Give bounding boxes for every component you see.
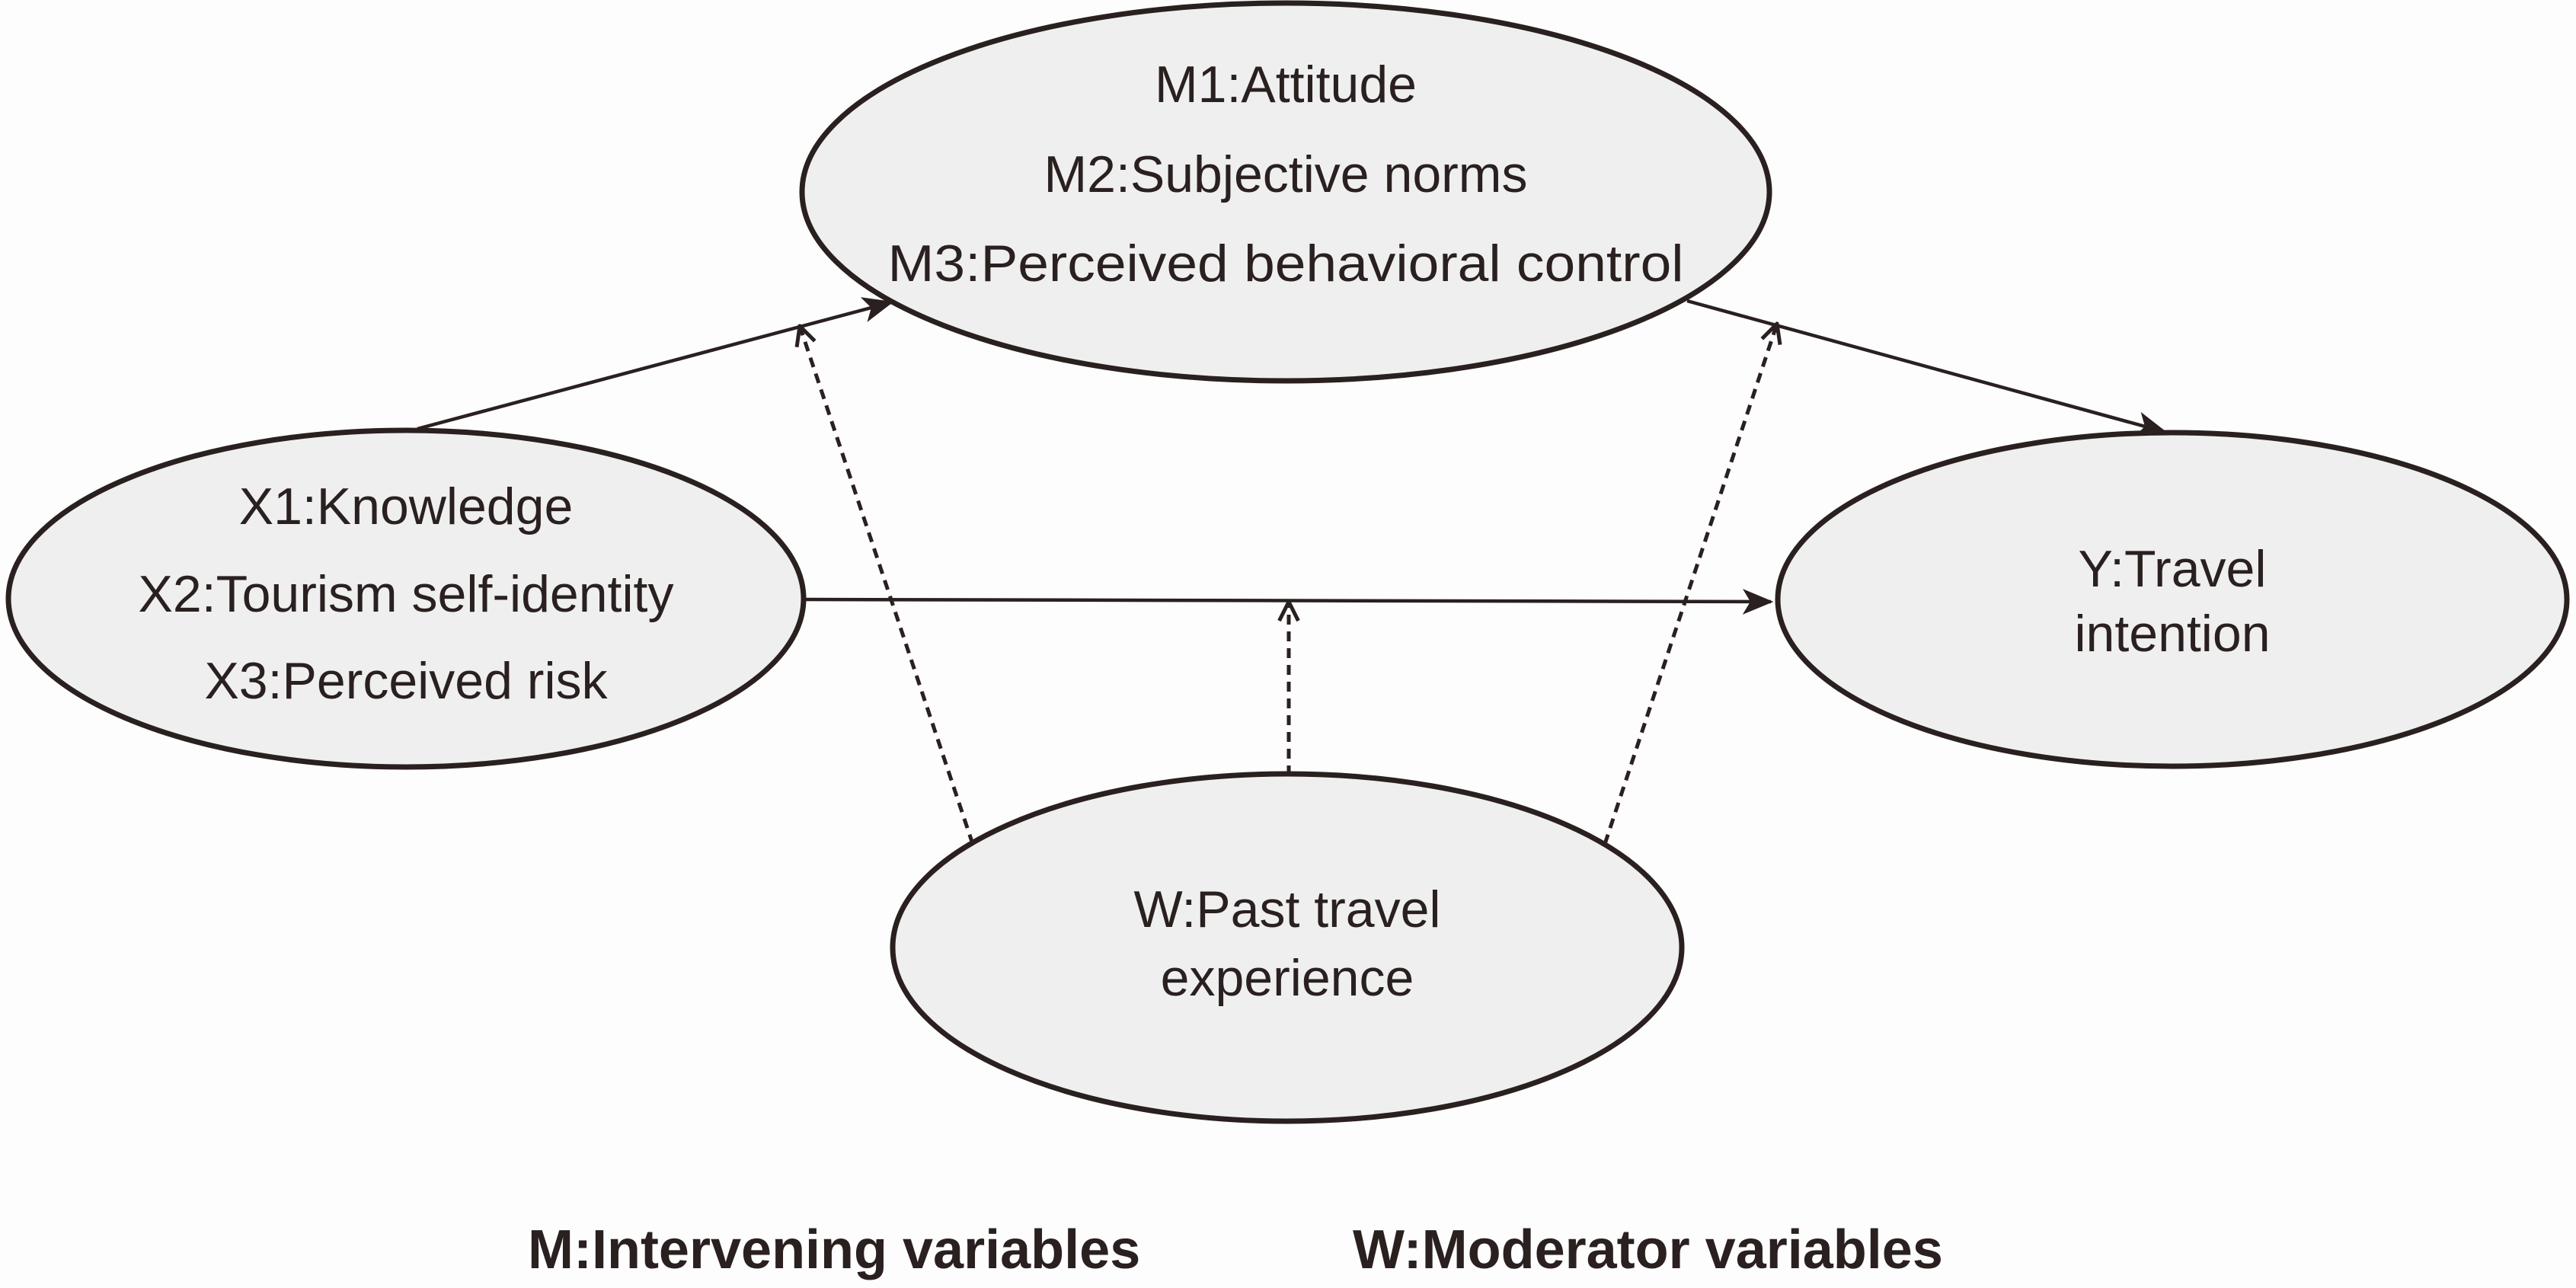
mediator-label-m1: M1:Attitude: [1155, 56, 1417, 113]
independent-label-x1: X1:Knowledge: [239, 478, 574, 535]
outcome-label-line2: intention: [2074, 605, 2270, 663]
moderator-ellipse: [890, 771, 1685, 1124]
moderator-node: W:Past travel experience: [890, 771, 1685, 1124]
moderation-edge-to-right-path: [1603, 324, 1777, 845]
independents-node: X1:Knowledge X2:Tourism self-identity X3…: [5, 427, 807, 770]
outcome-node: Y:Travel intention: [1775, 430, 2570, 769]
moderator-label-line1: W:Past travel: [1133, 881, 1440, 938]
mediator-label-m2: M2:Subjective norms: [1044, 145, 1528, 203]
outcome-ellipse: [1775, 430, 2570, 769]
edge-independents-to-mediators: [417, 297, 894, 431]
mediators-node: M1:Attitude M2:Subjective norms M3:Perce…: [799, 0, 1772, 384]
independent-label-x3: X3:Perceived risk: [204, 652, 608, 710]
moderation-edge-to-left-path: [800, 326, 975, 845]
independents-ellipse: [5, 427, 807, 770]
legend: M:Intervening variables W:Moderator vari…: [528, 1219, 1943, 1280]
mediator-label-m3: M3:Perceived behavioral control: [888, 235, 1684, 292]
mediators-ellipse: [799, 0, 1772, 384]
edge-independents-to-outcome: [805, 589, 1774, 615]
legend-intervening: M:Intervening variables: [528, 1219, 1140, 1280]
outcome-label-line1: Y:Travel: [2079, 540, 2267, 598]
legend-moderator: W:Moderator variables: [1353, 1219, 1943, 1280]
edge-mediators-to-outcome: [1686, 299, 2168, 437]
moderator-label-line2: experience: [1161, 949, 1414, 1007]
independent-label-x2: X2:Tourism self-identity: [139, 565, 674, 623]
